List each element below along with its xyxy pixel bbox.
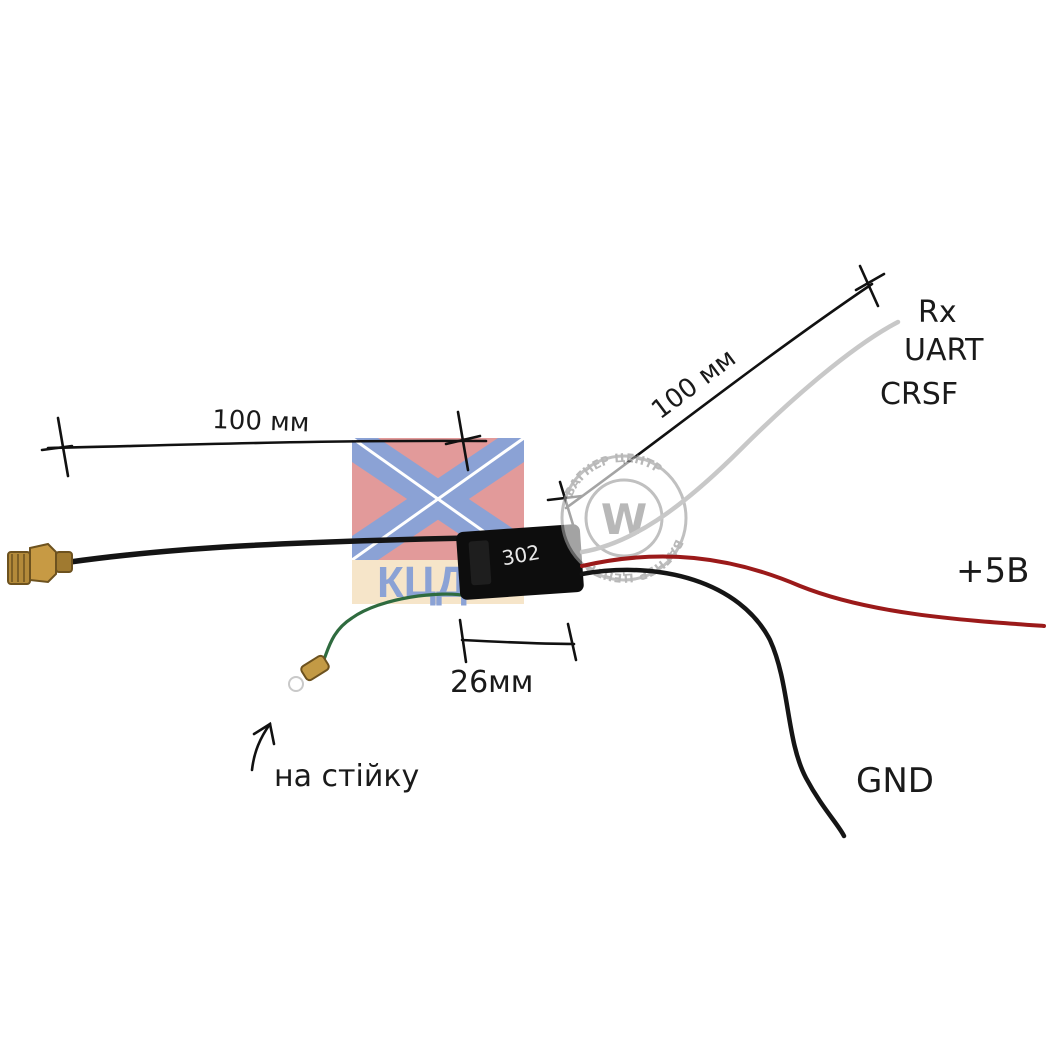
module-dimension-tick-end <box>566 622 578 662</box>
signal-label-uart: UART <box>904 333 984 368</box>
sma-body <box>55 551 73 573</box>
module-body: 302 <box>456 524 584 600</box>
right-dimension-tick-end <box>858 264 880 308</box>
ring-terminal <box>288 654 330 692</box>
ground-wire <box>579 567 847 839</box>
ground-label: GND <box>856 761 934 801</box>
module-dimension-tick-start <box>458 618 468 664</box>
power-wire <box>580 554 1046 628</box>
signal-label-crsf: CRSF <box>880 377 958 412</box>
module-dimension-line <box>460 638 576 646</box>
left-dimension-tick-start-b <box>40 444 74 452</box>
left-dimension <box>40 410 488 478</box>
right-logo-letter: W <box>601 495 647 544</box>
left-dimension-tick-end-b <box>444 434 482 446</box>
right-dimension-tick-end-b <box>854 272 886 292</box>
power-label: +5B <box>956 551 1029 591</box>
mount-wire <box>320 592 470 666</box>
left-dimension-line <box>46 439 488 450</box>
left-dimension-label: 100 мм <box>212 405 310 438</box>
signal-label-rx: Rx <box>918 295 957 330</box>
module-dimension <box>458 618 578 664</box>
module-dimension-label: 26мм <box>450 665 533 700</box>
sma-nut <box>29 542 57 584</box>
antenna-wire <box>67 535 473 565</box>
sma-connector-icon <box>7 542 73 585</box>
mount-note: на стійку <box>274 759 419 794</box>
signal-wire <box>579 319 901 555</box>
hand-drawn-arrow-icon <box>250 721 276 772</box>
